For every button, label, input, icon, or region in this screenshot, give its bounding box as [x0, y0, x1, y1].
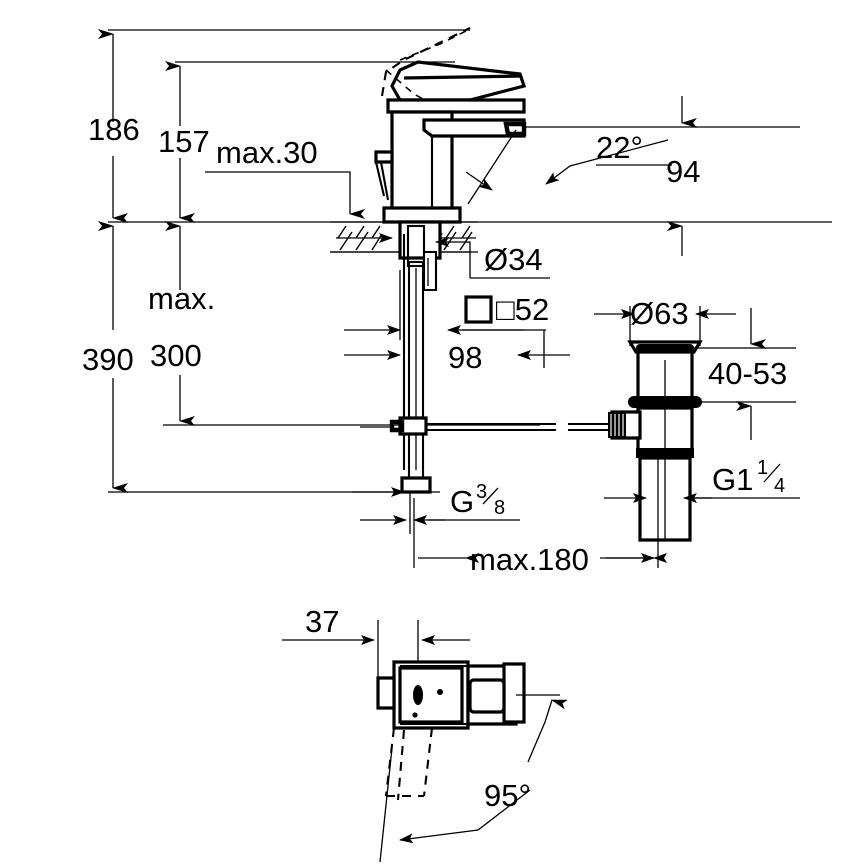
dim-label-g114-base: G1 [712, 462, 753, 497]
plan-body [376, 660, 526, 730]
dimension-186: 186 [88, 29, 140, 223]
angle-22-leaders: 22° [465, 129, 672, 205]
dimension-max-300: max. 300 [148, 221, 215, 426]
dim-label-g114-numerator: 1 [757, 457, 768, 479]
mixer-body [374, 98, 527, 224]
mixer-lever [380, 27, 527, 105]
front-elevation-view: 186 157 max.30 390 [82, 27, 832, 577]
dim-label-22deg: 22° [596, 130, 643, 165]
dim-label-d63: Ø63 [630, 296, 689, 331]
dim-label-max-180: max.180 [470, 542, 589, 577]
dimension-157: 157 [158, 61, 210, 223]
dimension-390: 390 [82, 221, 134, 493]
dim-label-186: 186 [88, 112, 140, 147]
dimension-g1-1-4: G1 1 4 [604, 457, 800, 503]
mounting-shank [389, 220, 442, 494]
dimension-sq52: □52 [344, 270, 549, 340]
drain-assembly [608, 340, 703, 542]
dimension-g38: G 3 8 [360, 481, 520, 534]
dim-label-g114-denominator: 4 [774, 475, 785, 497]
dim-label-52: □52 [496, 292, 549, 327]
dimension-37: 37 [282, 604, 470, 680]
dim-label-98: 98 [448, 340, 482, 375]
dimension-98: 98 [344, 330, 570, 497]
dimension-max-30: max.30 [205, 135, 365, 219]
dim-label-300: 300 [150, 338, 202, 373]
dimension-d34: Ø34 [435, 237, 550, 279]
dim-label-390: 390 [82, 342, 134, 377]
dim-label-95deg: 95° [484, 778, 531, 813]
dim-label-40-53: 40-53 [708, 356, 787, 391]
dim-label-d34: Ø34 [484, 242, 543, 277]
dimension-94: 94 [666, 96, 700, 256]
dimension-95deg: 95° [399, 694, 568, 844]
plan-swivel-outline [379, 727, 434, 863]
dim-label-157: 157 [158, 124, 210, 159]
popup-waste-rod [360, 422, 612, 432]
dimension-max-180: max.180 [413, 452, 667, 577]
dim-label-g38-base: G [450, 484, 474, 519]
plan-view: 37 [282, 604, 568, 863]
dimension-40-53: 40-53 [690, 308, 796, 440]
dim-label-max-30: max.30 [216, 135, 318, 170]
dim-label-max: max. [148, 281, 215, 316]
dim-label-g38-numerator: 3 [476, 481, 487, 503]
dim-label-94: 94 [666, 154, 700, 189]
dim-label-g38-denominator: 8 [494, 497, 505, 519]
dimension-d63: Ø63 [594, 296, 736, 346]
dim-label-37: 37 [305, 604, 339, 639]
